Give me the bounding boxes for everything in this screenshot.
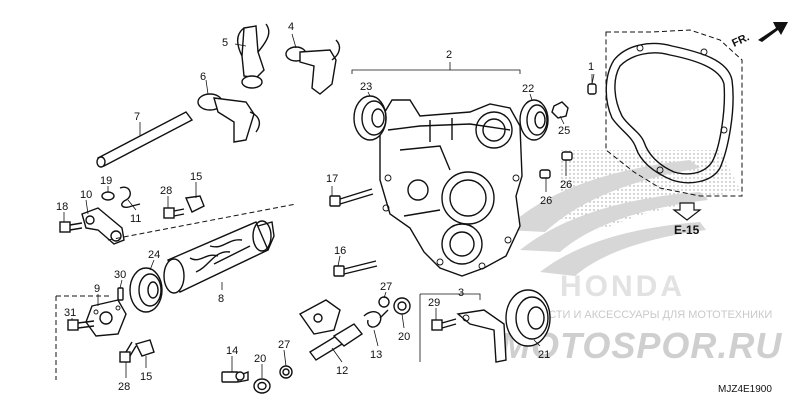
shift-fork-6 [197,93,261,143]
bolt-18 [59,221,83,233]
washer-27b [378,296,390,308]
bolt-29 [431,318,457,331]
cover-gasket [605,42,734,184]
part-label-26a: 26 [560,179,572,191]
stopper-arm-10 [81,207,125,245]
bearing-23 [353,95,387,141]
part-label-15b: 15 [140,371,152,383]
part-label-5: 5 [222,37,228,49]
part-label-4: 4 [288,21,294,33]
part-label-15a: 15 [190,171,202,183]
plate-15a [184,195,205,213]
part-label-27b: 27 [380,281,392,293]
direction-label: FR. [730,31,751,49]
bearing-24 [129,267,163,313]
part-number-labels: 1 2 3 4 5 6 7 8 9 10 11 12 13 14 15 15 1… [56,21,594,393]
diagram-code: MJZ4E1900 [718,384,772,395]
part-label-24: 24 [148,249,160,261]
part-label-7: 7 [134,111,140,123]
gasket-inner-edge [614,52,726,175]
shift-fork-shaft-7 [96,111,194,168]
shift-drum-8 [163,220,275,294]
oil-seal-20a [253,378,271,394]
part-label-12: 12 [336,365,348,377]
bolt-31 [67,319,95,331]
part-label-10: 10 [80,189,92,201]
front-direction-arrow: FR. [730,22,788,50]
transmission-case [379,99,523,277]
drum-center-9 [85,299,127,337]
spring-11 [119,186,141,209]
oil-seal-20b [393,297,411,315]
plate-15b [134,339,155,357]
part-label-28a: 28 [160,185,172,197]
part-label-27a: 27 [278,339,290,351]
bolt-16 [333,260,378,277]
part-label-19: 19 [100,175,112,187]
leader-lines [63,33,595,378]
part-label-17: 17 [326,173,338,185]
part-label-13: 13 [370,349,382,361]
part-label-28b: 28 [118,381,130,393]
part-label-20b: 20 [398,331,410,343]
part-label-6: 6 [200,71,206,83]
part-label-14: 14 [226,345,238,357]
part-label-30: 30 [114,269,126,281]
part-label-3: 3 [458,287,464,299]
pin-30 [117,287,124,301]
part-label-16: 16 [334,245,346,257]
bolt-28a [163,207,185,219]
reference-arrow-icon [672,202,702,221]
dowel-pin [587,83,597,95]
part-label-18: 18 [56,201,68,213]
part-label-9: 9 [94,283,100,295]
part-label-8: 8 [218,293,224,305]
dowel-26b [539,169,551,179]
part-label-11: 11 [130,213,141,225]
group-bracket-2 [351,69,521,74]
watermark-shop-text: ЗАПЧАСТИ И АКСЕССУАРЫ ДЛЯ МОТОТЕХНИКИ [512,309,772,321]
reference-label: E-15 [674,223,700,237]
watermark-wing-logo [505,150,740,276]
shift-fork-4 [285,39,341,95]
part-label-21: 21 [538,349,550,361]
watermark-brand: HONDA [560,270,685,303]
group-bracket-3 [419,293,481,362]
washer-27a [279,365,293,379]
gearshift-spindle-12 [298,299,364,361]
bearing-21 [505,289,551,347]
part-label-1: 1 [588,61,594,73]
bolt-28b [119,341,137,363]
part-label-29: 29 [428,297,440,309]
part-label-26b: 26 [540,195,552,207]
part-label-22: 22 [522,83,534,95]
arrow-icon [758,22,788,42]
part-label-2: 2 [446,49,452,61]
stud-14 [221,370,249,383]
part-label-31: 31 [64,307,76,319]
nut-25 [551,101,569,119]
dowel-26a [561,151,573,161]
bearing-holder-3 [456,309,507,363]
part-label-23: 23 [360,81,372,93]
shift-fork-5 [237,23,270,89]
washer-19 [101,191,115,201]
gasket-area-outline [605,29,743,197]
bearing-22 [519,99,549,141]
bolt-17 [329,188,374,207]
drum-group-outline [55,203,297,380]
part-label-20a: 20 [254,353,266,365]
part-label-25: 25 [558,125,570,137]
return-spring-13 [363,309,389,328]
